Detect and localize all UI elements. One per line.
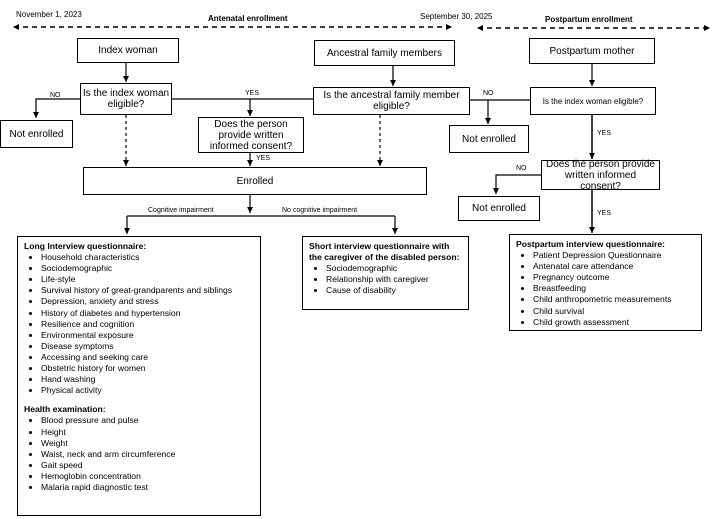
antenatal-enrollment-label: Antenatal enrollment [208, 14, 288, 23]
list-item: Hand washing [41, 374, 256, 385]
yes-center-label: YES [245, 90, 260, 97]
list-item: History of diabetes and hypertension [41, 308, 256, 319]
list-item: Blood pressure and pulse [41, 415, 256, 426]
list-item: Pregnancy outcome [533, 272, 697, 283]
list-item: Waist, neck and arm circumference [41, 449, 256, 460]
end-date-label: September 30, 2025 [420, 12, 493, 21]
no-cognitive-impairment-label: No cognitive impairment [282, 207, 358, 214]
not-enrolled-mid-box: Not enrolled [449, 125, 529, 153]
list-item: Disease symptoms [41, 341, 256, 352]
health-examination-list: Blood pressure and pulse Height Weight W… [24, 415, 256, 493]
list-item: Cause of disability [326, 285, 464, 296]
long-questionnaire-panel: Long Interview questionnaire: Household … [17, 236, 261, 516]
short-questionnaire-list: Sociodemographic Relationship with careg… [309, 263, 464, 296]
list-item: Accessing and seeking care [41, 352, 256, 363]
short-questionnaire-panel: Short interview questionnaire with the c… [302, 236, 469, 310]
list-item: Survival history of great-grandparents a… [41, 285, 256, 296]
short-questionnaire-title: Short interview questionnaire with the c… [309, 241, 460, 263]
yes-pp-eligible-label: YES [597, 130, 612, 137]
list-item: Environmental exposure [41, 330, 256, 341]
ancestral-eligible-box: Is the ancestral family member eligible? [313, 87, 470, 115]
long-questionnaire-list: Household characteristics Sociodemograph… [24, 252, 256, 396]
no-pp-consent-label: NO [516, 165, 527, 172]
index-woman-box: Index woman [77, 38, 179, 63]
list-item: Child anthropometric measurements [533, 294, 697, 305]
list-item: Depression, anxiety and stress [41, 296, 256, 307]
cognitive-impairment-label: Cognitive impairment [148, 207, 214, 214]
not-enrolled-left-box: Not enrolled [0, 120, 73, 148]
list-item: Patient Depression Questionnaire [533, 250, 697, 261]
no-left-label: NO [50, 92, 61, 99]
list-item: Hemoglobin concentration [41, 471, 256, 482]
list-item: Breastfeeding [533, 283, 697, 294]
list-item: Sociodemographic [326, 263, 464, 274]
index-eligible-box: Is the index woman eligible? [80, 83, 172, 115]
consent-box: Does the person provide written informed… [198, 117, 304, 153]
yes-consent-label: YES [256, 155, 271, 162]
long-questionnaire-title: Long Interview questionnaire: [24, 241, 147, 251]
postpartum-questionnaire-list: Patient Depression Questionnaire Antenat… [516, 250, 697, 328]
start-date-label: November 1, 2023 [16, 10, 82, 19]
list-item: Resilience and cognition [41, 319, 256, 330]
list-item: Gait speed [41, 460, 256, 471]
ancestral-family-box: Ancestral family members [314, 40, 455, 66]
postpartum-questionnaire-title: Postpartum interview questionnaire: [516, 239, 665, 249]
list-item: Sociodemographic [41, 263, 256, 274]
list-item: Relationship with caregiver [326, 274, 464, 285]
list-item: Height [41, 427, 256, 438]
list-item: Malaria rapid diagnostic test [41, 482, 256, 493]
not-enrolled-right-box: Not enrolled [458, 196, 540, 221]
list-item: Obstetric history for women [41, 363, 256, 374]
postpartum-mother-box: Postpartum mother [529, 38, 655, 64]
postpartum-questionnaire-panel: Postpartum interview questionnaire: Pati… [509, 234, 702, 331]
postpartum-enrollment-label: Postpartum enrollment [545, 15, 633, 24]
health-examination-title: Health examination: [24, 404, 106, 415]
list-item: Weight [41, 438, 256, 449]
list-item: Antenatal care attendance [533, 261, 697, 272]
enrolled-box: Enrolled [83, 167, 427, 195]
list-item: Life-style [41, 274, 256, 285]
list-item: Child growth assessment [533, 317, 697, 328]
yes-pp-consent-label: YES [597, 210, 612, 217]
list-item: Physical activity [41, 385, 256, 396]
list-item: Household characteristics [41, 252, 256, 263]
no-mid-label: NO [483, 90, 494, 97]
list-item: Child survival [533, 306, 697, 317]
pp-consent-box: Does the person provide written informed… [541, 159, 660, 192]
pp-index-eligible-box: Is the index woman eligible? [530, 87, 656, 115]
